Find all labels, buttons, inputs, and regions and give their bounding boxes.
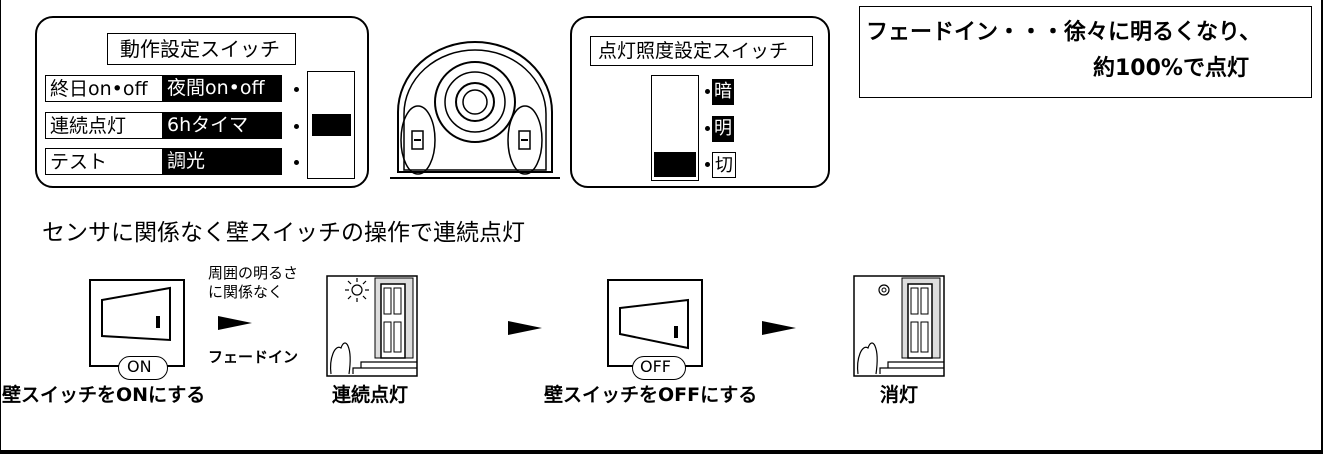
device-inner-outline	[403, 49, 547, 171]
wall-switch-on-illustration	[89, 279, 185, 367]
light-mark-off: 切	[712, 152, 736, 178]
mode-row-2-label: 連続点灯	[45, 112, 163, 139]
steps	[352, 361, 417, 374]
mode-row-3-label: テスト	[45, 148, 163, 175]
bush	[857, 342, 878, 375]
mode-row-2-dot	[294, 124, 299, 129]
wall-switch-off-illustration	[607, 279, 703, 367]
mode-row-1-label: 終日on•off	[45, 75, 163, 102]
door-unlit-illustration	[853, 275, 945, 377]
arrow-3-icon	[762, 321, 796, 335]
mode-row-3-value: 調光	[163, 148, 282, 175]
sensor-device-illustration	[390, 41, 560, 179]
sensor-lens-outer	[434, 61, 516, 143]
lamp-off-icon	[878, 284, 890, 296]
bush	[330, 342, 351, 375]
light-switch-title: 点灯照度設定スイッチ	[598, 40, 789, 62]
light-mark-bright: 明	[712, 116, 734, 142]
mode-switch-title: 動作設定スイッチ	[120, 37, 280, 61]
step-3-caption: 壁スイッチをOFFにする	[544, 384, 758, 406]
step-1-caption: 壁スイッチをONにする	[2, 384, 206, 406]
note-line-2: 約100%で点灯	[1093, 56, 1249, 81]
mode-row-3-dot	[294, 160, 299, 165]
light-mark-1-dot	[705, 89, 710, 94]
right-switch-highlight	[507, 105, 543, 175]
light-slide-knob	[654, 152, 696, 177]
outer-frame-left-edge	[0, 0, 1, 454]
mode-row-1-value: 夜間on•off	[163, 75, 282, 102]
note-box	[859, 6, 1312, 98]
light-mark-3-dot	[705, 162, 710, 167]
off-badge-label: OFF	[640, 357, 671, 376]
on-badge-label: ON	[127, 357, 152, 376]
lamp-lit-icon	[351, 284, 363, 296]
arrow-1-icon	[218, 316, 252, 330]
door-lit-illustration	[326, 275, 418, 377]
steps	[879, 361, 944, 374]
light-mark-dark: 暗	[712, 79, 734, 105]
light-switch-title-box	[590, 36, 813, 66]
note-line-1: フェードイン・・・徐々に明るくなり、	[866, 20, 1262, 45]
fade-in-label: フェードイン	[208, 348, 299, 366]
light-mark-2-dot	[705, 126, 710, 131]
sensor-lens-core	[462, 89, 488, 115]
step-4-caption: 消灯	[880, 384, 919, 406]
mode-row-2-value: 6hタイマ	[163, 112, 282, 139]
step-2-caption: 連続点灯	[332, 384, 409, 406]
sensor-lens-inner	[455, 82, 495, 122]
mode-slide-knob	[312, 114, 351, 136]
mode-row-1-dot	[294, 87, 299, 92]
condition-line-2: に関係なく	[208, 283, 284, 301]
section-heading: センサに関係なく壁スイッチの操作で連続点灯	[42, 220, 525, 246]
on-badge-frame	[118, 356, 168, 380]
sensor-lens-middle	[444, 71, 506, 133]
condition-line-1: 周囲の明るさ	[208, 264, 299, 282]
mode-switch-title-box	[107, 33, 296, 65]
off-badge-frame	[632, 356, 686, 380]
left-switch-highlight	[400, 105, 436, 175]
arrow-2-icon	[508, 321, 542, 335]
